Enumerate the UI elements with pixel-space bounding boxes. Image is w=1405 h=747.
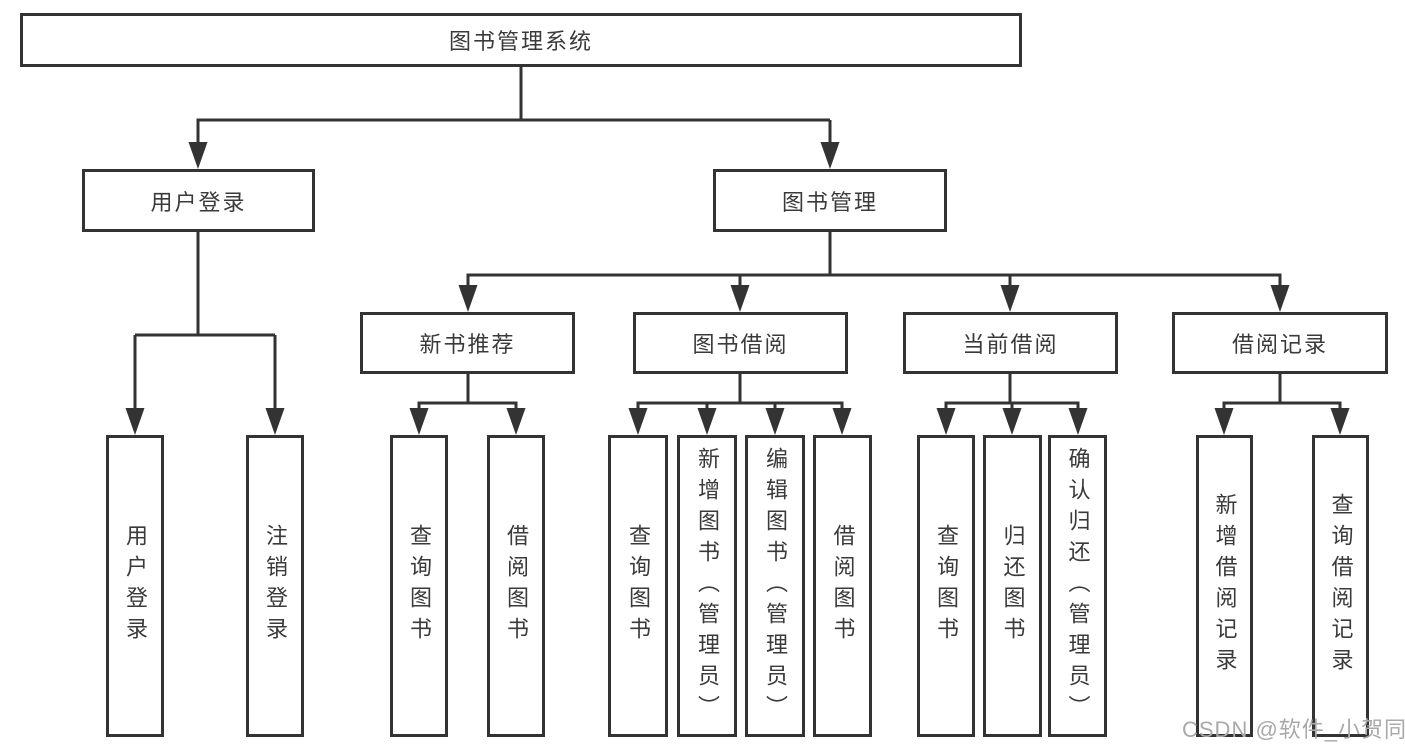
node-root-library-management-system: 图书管理系统 (20, 13, 1022, 67)
node-book-borrowing: 图书借阅 (633, 312, 848, 374)
leaf-edit-books-admin: 编辑图书（管理员） (745, 435, 805, 737)
leaf-borrow-books: 借阅图书 (813, 435, 872, 737)
leaf-query-books-borrow: 查询图书 (608, 435, 668, 737)
leaf-add-books-admin: 新增图书（管理员） (677, 435, 737, 737)
leaf-borrow-books-recommend: 借阅图书 (487, 435, 545, 737)
node-borrowing-records: 借阅记录 (1172, 312, 1388, 374)
leaf-return-books: 归还图书 (983, 435, 1042, 737)
node-current-borrowing: 当前借阅 (903, 312, 1118, 374)
leaf-logout: 注销登录 (246, 435, 304, 737)
leaf-query-borrow-record: 查询借阅记录 (1312, 435, 1369, 737)
leaf-query-books-current: 查询图书 (917, 435, 975, 737)
node-new-book-recommendation: 新书推荐 (360, 312, 575, 374)
leaf-user-login: 用户登录 (106, 435, 164, 737)
csdn-watermark: CSDN @软件_小贺同学 (1182, 717, 1405, 742)
node-user-login: 用户登录 (82, 169, 315, 232)
leaf-query-books-recommend: 查询图书 (390, 435, 448, 737)
leaf-confirm-return-admin: 确认归还（管理员） (1048, 435, 1107, 737)
node-book-management: 图书管理 (713, 169, 947, 232)
leaf-add-borrow-record: 新增借阅记录 (1196, 435, 1253, 737)
